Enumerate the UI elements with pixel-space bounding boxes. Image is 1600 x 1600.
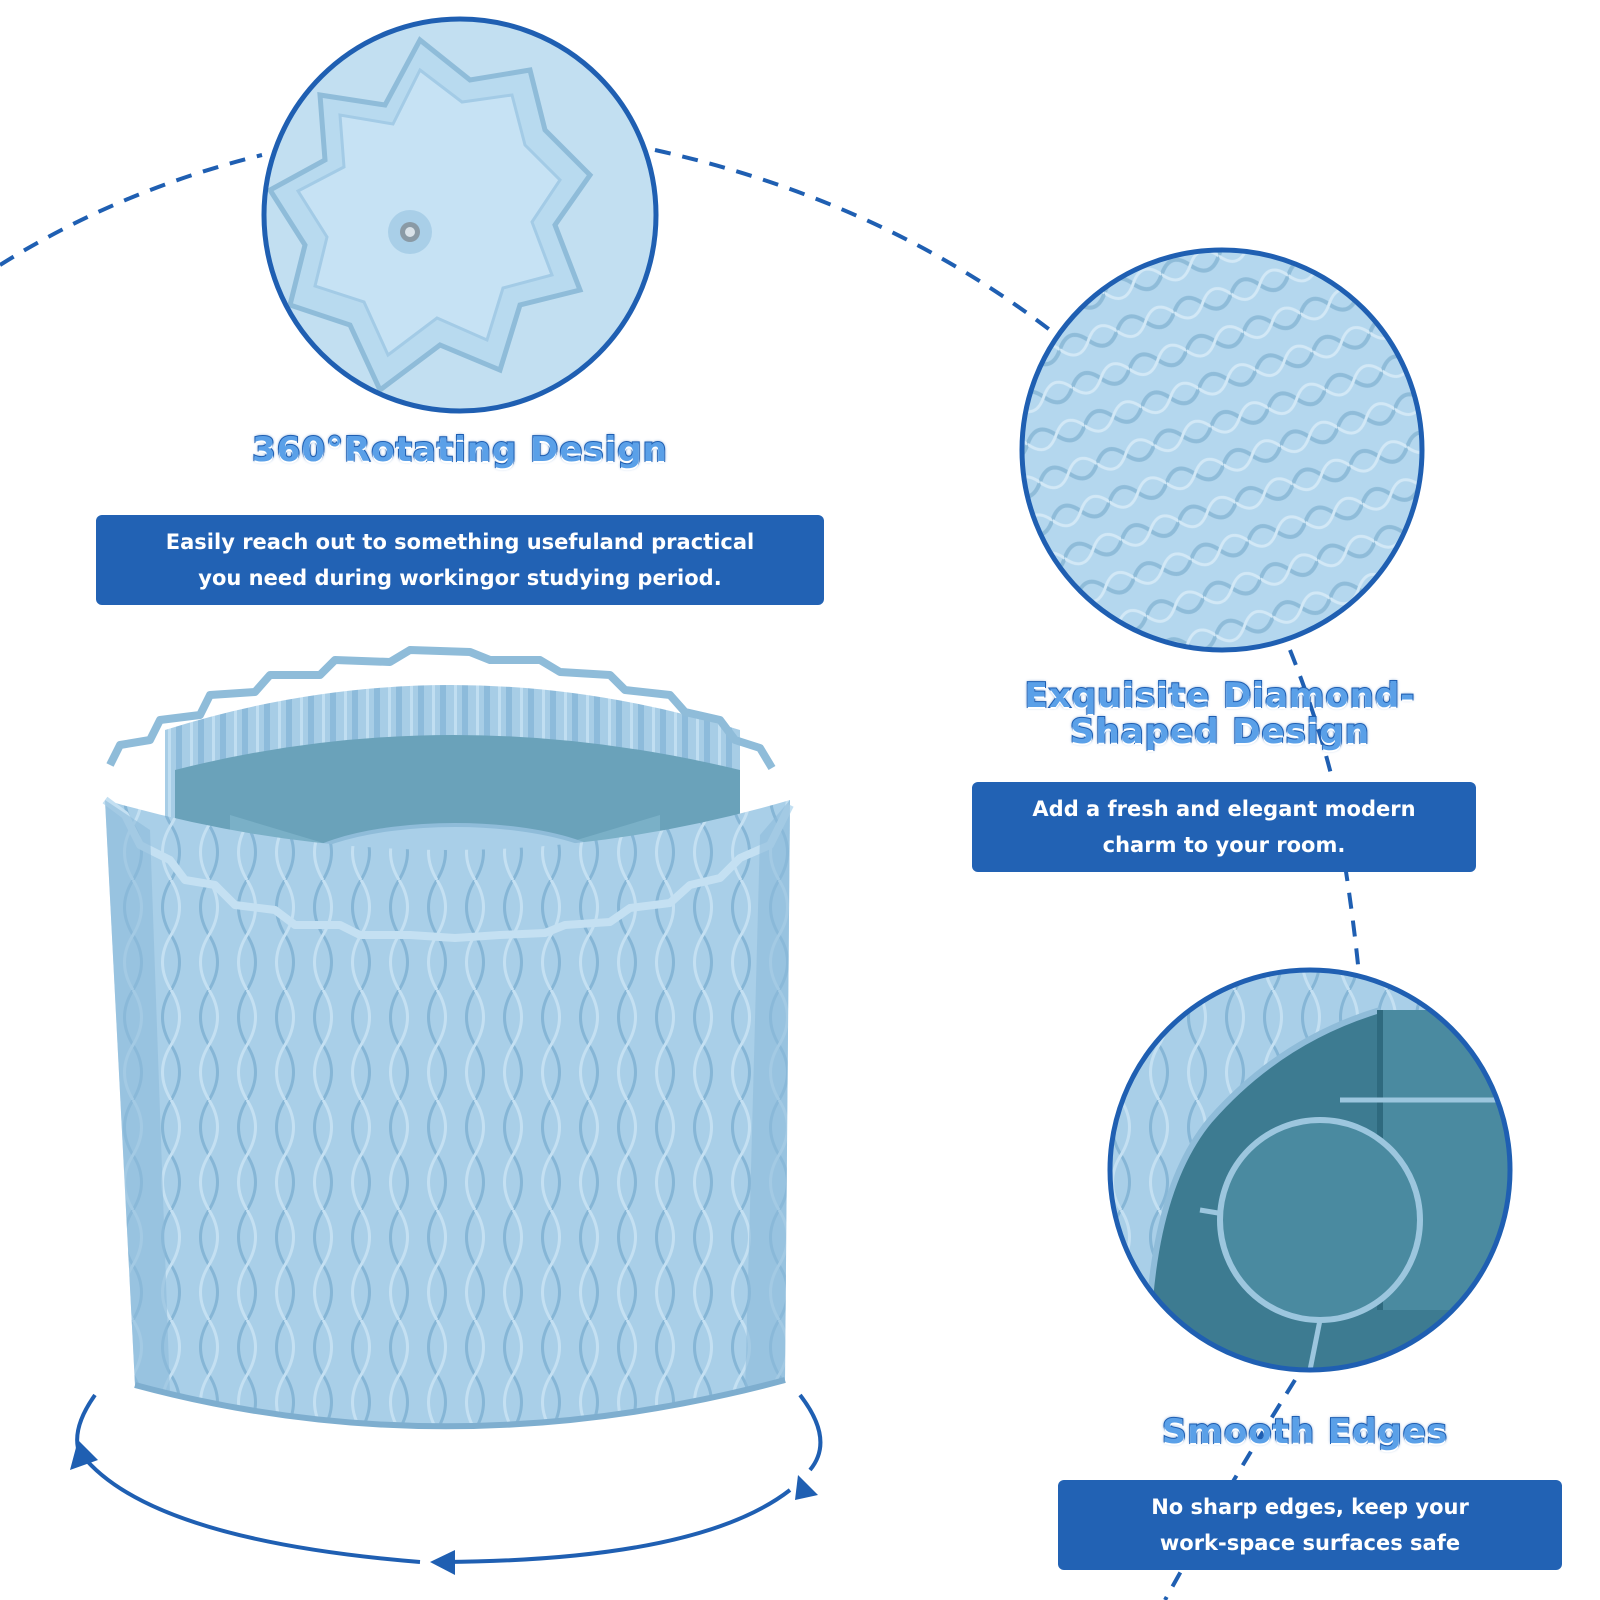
feature-description-diamond: Add a fresh and elegant modern charm to … — [972, 782, 1476, 872]
description-line: you need during workingor studying perio… — [198, 566, 722, 590]
smooth-edges-closeup — [1107, 967, 1513, 1373]
feature-description-smooth-edges: No sharp edges, keep your work-space sur… — [1058, 1480, 1562, 1570]
pen-holder-product — [102, 646, 794, 1430]
description-line: No sharp edges, keep your — [1151, 1495, 1469, 1519]
description-line: Add a fresh and elegant modern — [1032, 797, 1416, 821]
arrowheads — [70, 1440, 818, 1575]
feature-title-line: Shaped Design — [1069, 712, 1370, 752]
feature-title-diamond: Exquisite Diamond- Shaped Design — [960, 676, 1480, 752]
feature-title-rotating: 360°Rotating Design — [120, 430, 800, 470]
feature-title-line: Smooth Edges — [1161, 1412, 1449, 1452]
feature-description-rotating: Easily reach out to something usefuland … — [96, 515, 824, 605]
feature-title-line: Exquisite Diamond- — [1024, 676, 1416, 716]
description-line: Easily reach out to something usefuland … — [165, 530, 755, 554]
rotating-base-closeup — [261, 16, 659, 414]
diamond-texture-closeup — [1019, 247, 1425, 653]
rotate-arrow-icon — [75, 1393, 823, 1564]
description-line: work-space surfaces safe — [1159, 1531, 1461, 1555]
feature-title-line: 360°Rotating Design — [251, 430, 668, 470]
feature-title-smooth-edges: Smooth Edges — [1060, 1412, 1550, 1452]
description-line: charm to your room. — [1102, 833, 1346, 857]
